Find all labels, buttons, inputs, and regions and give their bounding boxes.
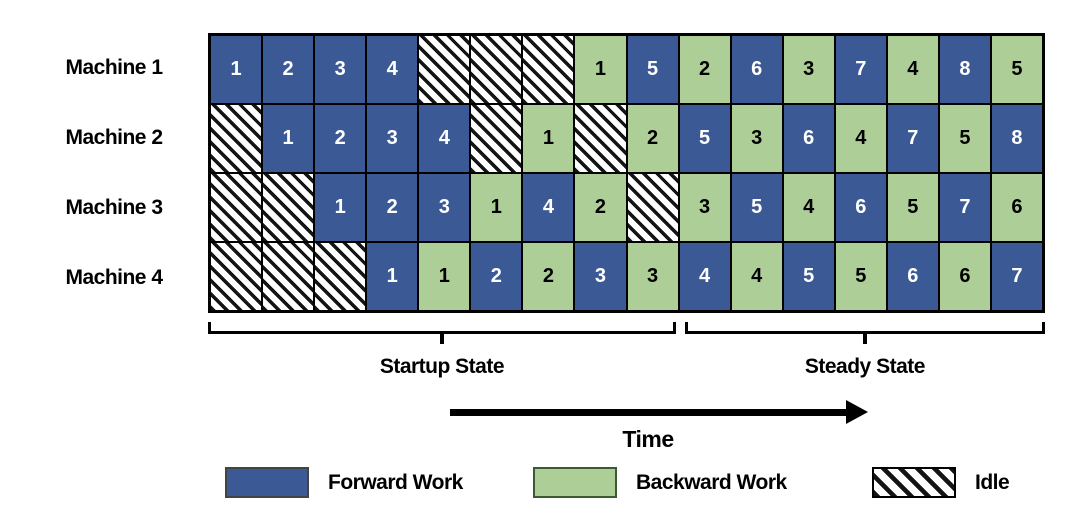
cell-machine4-slot15-backward: 6: [939, 243, 990, 310]
cell-machine3-slot7-forward: 4: [523, 174, 574, 241]
legend-label-forward: Forward Work: [328, 470, 463, 494]
cell-machine1-slot3-forward: 3: [315, 36, 366, 103]
cell-machine2-slot13-backward: 4: [835, 105, 886, 172]
cell-machine3-slot10-backward: 3: [679, 174, 730, 241]
cell-machine2-slot15-backward: 5: [939, 105, 990, 172]
cell-machine1-slot4-forward: 4: [367, 36, 418, 103]
cell-machine3-slot8-backward: 2: [575, 174, 626, 241]
legend-swatch-idle: [872, 467, 956, 498]
legend-label-backward: Backward Work: [636, 470, 787, 494]
cell-machine4-slot3-idle: [315, 243, 366, 310]
machine-label-1: Machine 1: [65, 56, 163, 79]
time-arrow-head-icon: [846, 400, 868, 424]
legend-label-idle: Idle: [975, 470, 1010, 494]
cell-machine4-slot16-forward: 7: [991, 243, 1042, 310]
cell-machine3-slot4-forward: 2: [367, 174, 418, 241]
cell-machine3-slot12-backward: 4: [783, 174, 834, 241]
legend-item-backward: Backward Work: [533, 466, 787, 499]
cell-machine3-slot14-backward: 5: [887, 174, 938, 241]
cell-machine4-slot11-backward: 4: [731, 243, 782, 310]
legend-item-idle: Idle: [872, 466, 1010, 499]
cell-machine2-slot1-idle: [211, 105, 262, 172]
cell-machine1-slot14-backward: 4: [887, 36, 938, 103]
time-arrow-shaft: [450, 409, 848, 416]
cell-machine3-slot15-forward: 7: [939, 174, 990, 241]
bracket-center-tick: [440, 331, 444, 344]
cell-machine4-slot6-forward: 2: [471, 243, 522, 310]
cell-machine2-slot9-backward: 2: [627, 105, 678, 172]
cell-machine3-slot5-forward: 3: [419, 174, 470, 241]
cell-machine4-slot5-backward: 1: [419, 243, 470, 310]
cell-machine1-slot6-idle: [471, 36, 522, 103]
legend-swatch-backward: [533, 467, 617, 498]
phase-label-startup-state: Startup State: [379, 355, 505, 378]
cell-machine1-slot10-backward: 2: [679, 36, 730, 103]
machine-label-2: Machine 2: [65, 126, 163, 149]
cell-machine2-slot11-backward: 3: [731, 105, 782, 172]
cell-machine2-slot2-forward: 1: [263, 105, 314, 172]
cell-machine2-slot4-forward: 3: [367, 105, 418, 172]
cell-machine4-slot14-forward: 6: [887, 243, 938, 310]
cell-machine3-slot11-forward: 5: [731, 174, 782, 241]
cell-machine3-slot2-idle: [263, 174, 314, 241]
cell-machine2-slot16-forward: 8: [991, 105, 1042, 172]
cell-machine1-slot13-forward: 7: [835, 36, 886, 103]
cell-machine4-slot12-forward: 5: [783, 243, 834, 310]
time-axis-label: Time: [622, 426, 674, 452]
bracket-steady-state: [684, 322, 1045, 344]
cell-machine1-slot15-forward: 8: [939, 36, 990, 103]
cell-machine1-slot11-forward: 6: [731, 36, 782, 103]
cell-machine3-slot13-forward: 6: [835, 174, 886, 241]
machine-label-4: Machine 4: [65, 266, 163, 289]
legend-item-forward: Forward Work: [225, 466, 463, 499]
cell-machine1-slot16-backward: 5: [991, 36, 1042, 103]
cell-machine3-slot6-backward: 1: [471, 174, 522, 241]
cell-machine1-slot8-backward: 1: [575, 36, 626, 103]
cell-machine2-slot8-idle: [575, 105, 626, 172]
cell-machine4-slot1-idle: [211, 243, 262, 310]
cell-machine1-slot7-idle: [523, 36, 574, 103]
cell-machine4-slot7-backward: 2: [523, 243, 574, 310]
cell-machine1-slot9-forward: 5: [627, 36, 678, 103]
cell-machine4-slot9-backward: 3: [627, 243, 678, 310]
cell-machine3-slot16-backward: 6: [991, 174, 1042, 241]
cell-machine3-slot9-idle: [627, 174, 678, 241]
cell-machine2-slot6-idle: [471, 105, 522, 172]
cell-machine4-slot2-idle: [263, 243, 314, 310]
cell-machine4-slot4-forward: 1: [367, 243, 418, 310]
cell-machine3-slot3-forward: 1: [315, 174, 366, 241]
cell-machine1-slot5-idle: [419, 36, 470, 103]
cell-machine2-slot5-forward: 4: [419, 105, 470, 172]
cell-machine2-slot10-forward: 5: [679, 105, 730, 172]
cell-machine4-slot13-backward: 5: [835, 243, 886, 310]
machine-label-3: Machine 3: [65, 196, 163, 219]
cell-machine4-slot8-forward: 3: [575, 243, 626, 310]
cell-machine1-slot12-backward: 3: [783, 36, 834, 103]
bracket-center-tick: [863, 331, 867, 344]
bracket-startup-state: [208, 322, 676, 344]
cell-machine2-slot12-forward: 6: [783, 105, 834, 172]
legend-swatch-forward: [225, 467, 309, 498]
cell-machine2-slot3-forward: 2: [315, 105, 366, 172]
cell-machine3-slot1-idle: [211, 174, 262, 241]
phase-label-steady-state: Steady State: [804, 355, 926, 378]
cell-machine1-slot1-forward: 1: [211, 36, 262, 103]
cell-machine2-slot7-backward: 1: [523, 105, 574, 172]
cell-machine1-slot2-forward: 2: [263, 36, 314, 103]
cell-machine4-slot10-forward: 4: [679, 243, 730, 310]
cell-machine2-slot14-forward: 7: [887, 105, 938, 172]
